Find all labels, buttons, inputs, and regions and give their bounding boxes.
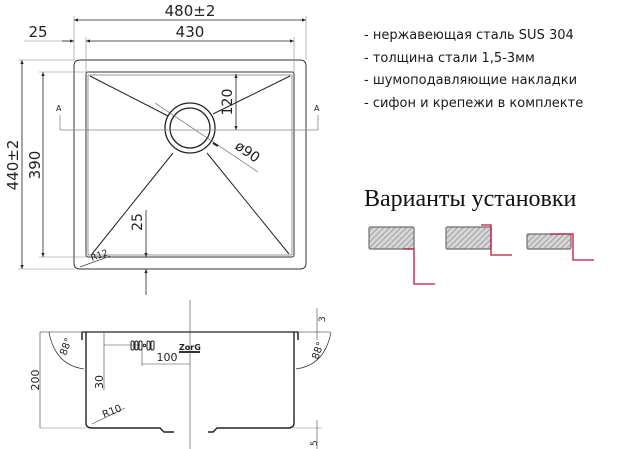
dim-rim-thickness: 3	[318, 316, 328, 322]
dim-angle-left: 88°	[58, 337, 74, 357]
sink-bowl-outline	[85, 71, 295, 258]
dim-overflow-height: 30	[93, 375, 106, 389]
variant-flush	[445, 224, 512, 256]
dim-angle-right: 88°	[310, 341, 326, 361]
dim-rim-offset: 25	[28, 23, 47, 41]
dim-drain-diameter: ø90	[232, 138, 263, 166]
variant-undermount	[368, 226, 435, 285]
dim-bottom-radius: R10	[101, 403, 123, 421]
installation-title: Варианты установки	[364, 186, 577, 212]
spec-item: - сифон и крепежи в комплекте	[364, 95, 584, 111]
spec-item: - шумоподавляющие накладки	[364, 73, 578, 88]
dim-bottom-rim: 25	[130, 213, 146, 231]
sink-profile	[85, 332, 174, 433]
side-view: 200 88° 88° 30 100 ZorG R10 3	[29, 300, 332, 449]
dim-corner-radius: R12	[90, 248, 110, 263]
drain-outer	[164, 102, 216, 154]
spec-list: - нержавеющая сталь SUS 304 - толщина ст…	[364, 25, 583, 115]
spec-item: - нержавеющая сталь SUS 304	[364, 28, 574, 43]
dim-bottom-step: 5	[310, 440, 320, 446]
sink-bowl-inner	[87, 74, 293, 256]
dim-drain-offset: 120	[220, 89, 236, 116]
dim-overflow-offset: 100	[157, 351, 178, 364]
section-mark-left: A	[56, 104, 62, 113]
section-mark-right: A	[314, 104, 320, 113]
dim-overall-depth: 440±2	[4, 140, 22, 191]
overflow-holes	[130, 340, 155, 351]
dim-inner-depth: 390	[26, 151, 44, 180]
sink-outer-outline	[73, 59, 307, 270]
dim-height: 200	[29, 370, 42, 391]
dim-overall-width: 480±2	[165, 2, 216, 20]
variant-overmount	[526, 233, 594, 261]
spec-item: - толщина стали 1,5-3мм	[364, 50, 535, 66]
brand-logo: ZorG	[179, 343, 201, 352]
drain-inner	[169, 107, 211, 149]
top-view: A A 480±2 25 430 440±2 390 120 ø90 25	[4, 2, 320, 295]
dim-inner-width: 430	[176, 23, 205, 41]
installation-variants	[368, 224, 594, 285]
